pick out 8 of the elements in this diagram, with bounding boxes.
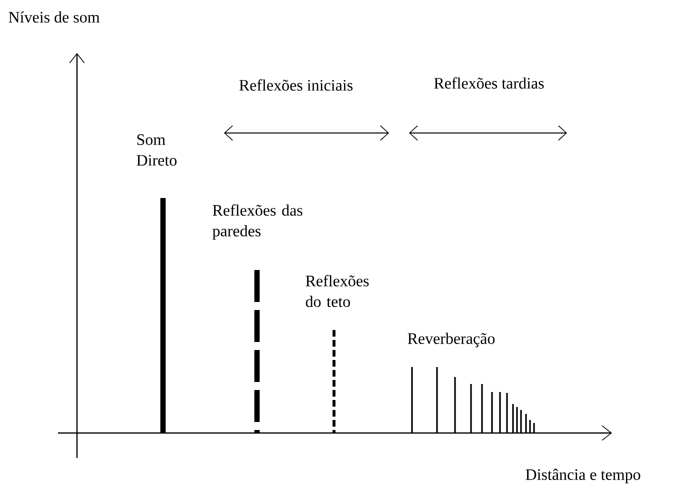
text-label: Reflexões do teto — [306, 274, 369, 308]
text-label: Níveis de som — [8, 11, 100, 23]
text-label: Reflexões tardias — [434, 77, 544, 89]
text-label: Som Direto — [136, 134, 177, 166]
text-label: Reflexões das paredes — [212, 204, 302, 240]
text-label: Reflexões iniciais — [239, 79, 353, 91]
text-label: Distância e tempo — [526, 468, 640, 484]
text-label: Reverberação — [408, 332, 495, 348]
